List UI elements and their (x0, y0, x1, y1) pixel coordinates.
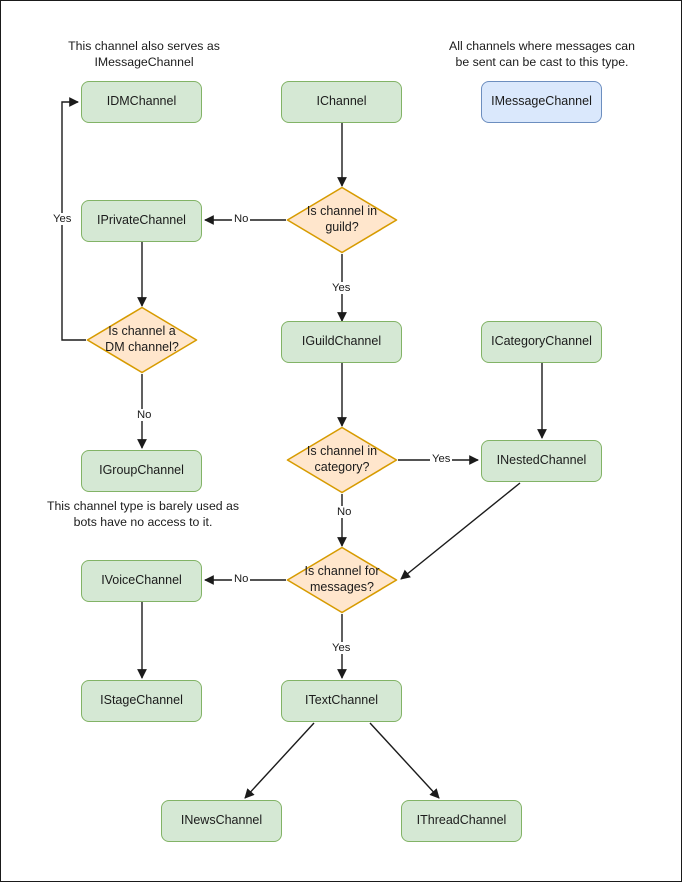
decision-dm-line2: DM channel? (105, 340, 179, 354)
node-idmchannel[interactable]: IDMChannel (81, 81, 202, 123)
edge-label-messages-no: No (232, 573, 251, 585)
decision-dm-line1: Is channel a (108, 324, 176, 339)
note-dm-channel: This channel also serves as IMessageChan… (68, 39, 220, 69)
decision-label-messages: Is channel for messages? (286, 546, 398, 614)
edge-label-messages-yes: Yes (330, 642, 353, 654)
diamond-shape-messages (286, 546, 398, 614)
node-ivoicechannel[interactable]: IVoiceChannel (81, 560, 202, 602)
diamond-shape-category (286, 426, 398, 494)
edge-label-category-no: No (335, 506, 354, 518)
node-ithreadchannel[interactable]: IThreadChannel (401, 800, 522, 842)
diamond-shape-guild (286, 186, 398, 254)
edge-label-dm-yes: Yes (51, 213, 74, 225)
node-itextchannel[interactable]: ITextChannel (281, 680, 402, 722)
decision-label-guild: Is channel in guild? (286, 186, 398, 254)
edge-label-guild-yes: Yes (330, 282, 353, 294)
node-istagechannel[interactable]: IStageChannel (81, 680, 202, 722)
node-igroupchannel[interactable]: IGroupChannel (81, 450, 202, 492)
decision-label-category: Is channel in category? (286, 426, 398, 494)
edge-label-guild-no: No (232, 213, 251, 225)
decision-category-line1: Is channel in (306, 444, 378, 459)
decision-is-for-messages[interactable]: Is channel for messages? (286, 546, 398, 614)
edge-label-category-yes: Yes (430, 453, 453, 465)
decision-messages-line2: messages? (310, 580, 374, 594)
edge-label-dm-no: No (135, 409, 154, 421)
node-inewschannel[interactable]: INewsChannel (161, 800, 282, 842)
node-iprivatechannel[interactable]: IPrivateChannel (81, 200, 202, 242)
note-group-channel: This channel type is barely used as bots… (46, 499, 240, 529)
node-imessagechannel[interactable]: IMessageChannel (481, 81, 602, 123)
decision-is-in-guild[interactable]: Is channel in guild? (286, 186, 398, 254)
node-icategorychannel[interactable]: ICategoryChannel (481, 321, 602, 363)
decision-guild-line2: guild? (325, 220, 359, 234)
decision-category-line2: category? (314, 460, 370, 474)
decision-messages-line1: Is channel for (304, 564, 380, 579)
decision-label-dm: Is channel a DM channel? (86, 306, 198, 374)
note-message-channel: All channels where messages can be sent … (449, 39, 635, 69)
diamond-shape-dm (86, 306, 198, 374)
node-iguildchannel[interactable]: IGuildChannel (281, 321, 402, 363)
decision-is-in-category[interactable]: Is channel in category? (286, 426, 398, 494)
node-ichannel[interactable]: IChannel (281, 81, 402, 123)
decision-guild-line1: Is channel in (306, 204, 378, 219)
node-inestedchannel[interactable]: INestedChannel (481, 440, 602, 482)
decision-is-dm-channel[interactable]: Is channel a DM channel? (86, 306, 198, 374)
